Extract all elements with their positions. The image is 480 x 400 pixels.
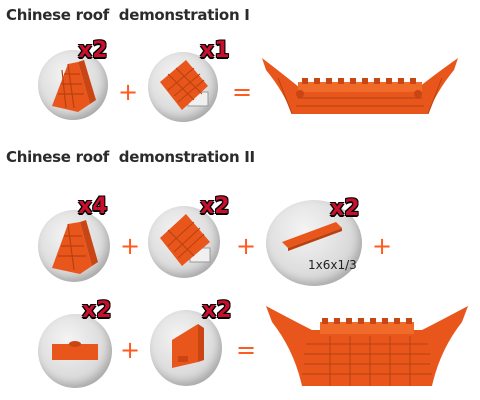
roof-slope-brick-icon [38, 50, 108, 120]
multiplier-badge: x2 [82, 298, 112, 323]
tile-1x6-icon [266, 200, 362, 286]
plus-sign: + [372, 232, 393, 260]
wedge-slope-icon [150, 310, 222, 386]
plus-sign: + [236, 232, 257, 260]
roof-slope-brick-icon [38, 210, 110, 282]
plus-sign: + [120, 232, 141, 260]
plus-sign: + [120, 336, 141, 364]
tile-slope-plate-icon [148, 52, 218, 122]
multiplier-badge: x1 [200, 38, 230, 63]
tile-slope-plate-icon [148, 206, 220, 278]
multiplier-badge: x2 [202, 298, 232, 323]
chinese-roof-ii-icon [260, 300, 474, 394]
plus-sign: + [118, 78, 139, 106]
equals-sign: = [232, 78, 253, 106]
equals-sign: = [236, 336, 257, 364]
chinese-roof-i-icon [258, 48, 462, 124]
jumper-plate-icon [38, 314, 112, 388]
dimension-label: 1x6x1/3 [308, 258, 357, 272]
multiplier-badge: x2 [330, 196, 360, 221]
multiplier-badge: x2 [200, 194, 230, 219]
multiplier-badge: x4 [78, 194, 108, 219]
section2-title: Chinese roof demonstration II [6, 148, 255, 166]
section1-title: Chinese roof demonstration I [6, 6, 250, 24]
multiplier-badge: x2 [78, 38, 108, 63]
